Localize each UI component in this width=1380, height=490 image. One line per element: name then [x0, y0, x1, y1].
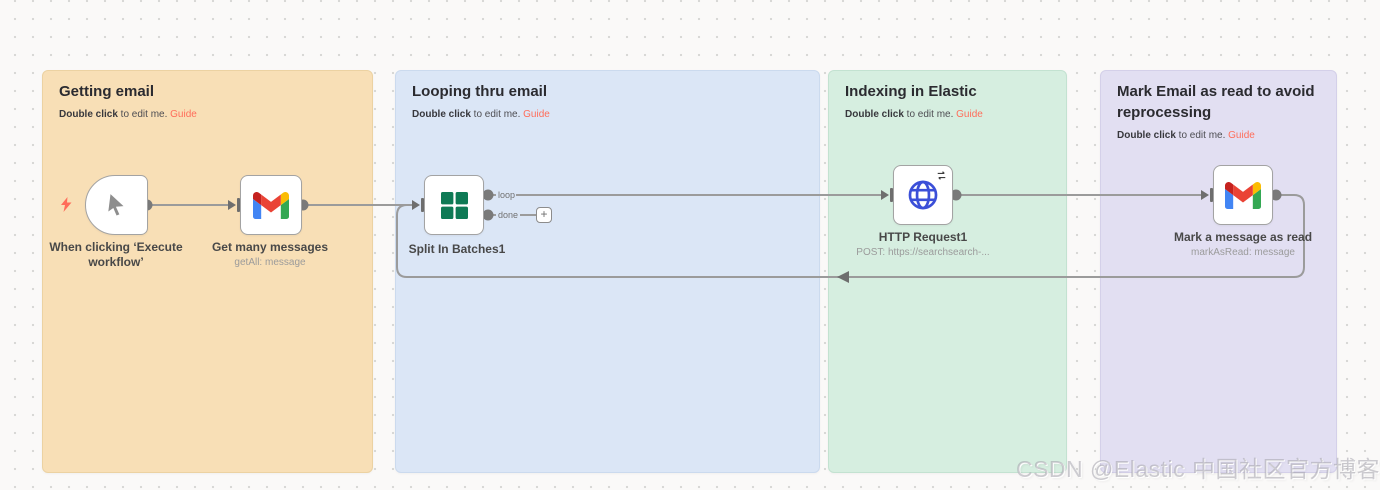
node-label: Split In Batches1: [408, 242, 506, 256]
node-caption: HTTP Request1 POST: https://searchsearch…: [848, 230, 998, 258]
sticky-note-mark-email-read[interactable]: Mark Email as read to avoid reprocessing…: [1100, 70, 1337, 473]
sticky-note-indexing-in-elastic[interactable]: Indexing in Elastic Double click to edit…: [828, 70, 1067, 473]
connection-loopback-to-split: [396, 194, 1305, 278]
node-gmail-get-messages[interactable]: [240, 175, 302, 235]
input-arrow-gmail-get: [228, 200, 236, 210]
sticky-note-looping-thru-email[interactable]: Looping thru email Double click to edit …: [395, 70, 820, 473]
execute-bolt-icon: [61, 197, 72, 212]
output-dot-gmail-mark[interactable]: [1270, 189, 1282, 201]
node-sublabel: POST: https://searchsearch-...: [856, 247, 990, 258]
input-bar-http: [890, 188, 893, 202]
input-bar-split: [421, 198, 424, 212]
sticky-title: Getting email: [59, 83, 155, 100]
node-http-request[interactable]: [893, 165, 953, 225]
sticky-title: Mark Email as read to avoid reprocessing: [1117, 83, 1315, 121]
node-caption: Split In Batches1: [382, 242, 532, 257]
input-arrow-split: [412, 200, 420, 210]
sticky-note-getting-email[interactable]: Getting email Double click to edit me. G…: [42, 70, 373, 473]
node-label: Mark a message as read: [1173, 230, 1313, 244]
node-manual-trigger[interactable]: [85, 175, 148, 235]
node-label: When clicking ‘Execute workflow’: [49, 240, 183, 269]
sticky-title: Indexing in Elastic: [845, 83, 977, 100]
port-label-loop: loop: [498, 190, 515, 200]
port-label-done: done: [498, 210, 518, 220]
guide-link[interactable]: Guide: [523, 109, 550, 120]
node-label: Get many messages: [211, 240, 329, 254]
sticky-body: Double click to edit me. Guide: [845, 109, 983, 120]
node-caption: When clicking ‘Execute workflow’: [41, 240, 191, 270]
node-caption: Mark a message as read markAsRead: messa…: [1165, 230, 1321, 258]
node-caption: Get many messages getAll: message: [195, 240, 345, 268]
guide-link[interactable]: Guide: [1228, 130, 1255, 141]
guide-link[interactable]: Guide: [170, 109, 197, 120]
split-batches-icon: [440, 191, 468, 219]
node-split-in-batches[interactable]: [424, 175, 484, 235]
port-label-bg: [496, 209, 520, 219]
input-bar-gmail-get: [237, 198, 240, 212]
output-dot-split-done[interactable]: [482, 209, 494, 221]
output-dot-split-loop[interactable]: [482, 189, 494, 201]
globe-icon: [908, 180, 938, 210]
loopback-arrowhead: [837, 271, 849, 283]
add-node-plus-button[interactable]: +: [536, 207, 552, 223]
guide-link[interactable]: Guide: [956, 109, 983, 120]
gmail-icon: [253, 191, 289, 219]
input-arrow-http: [881, 190, 889, 200]
sticky-body: Double click to edit me. Guide: [1117, 130, 1255, 141]
gmail-icon: [1225, 181, 1261, 209]
node-sublabel: markAsRead: message: [1191, 247, 1295, 258]
node-gmail-mark-read[interactable]: [1213, 165, 1273, 225]
port-label-bg: [496, 189, 516, 199]
input-bar-gmail-mark: [1210, 188, 1213, 202]
output-dot-http[interactable]: [950, 189, 962, 201]
sticky-body: Double click to edit me. Guide: [412, 109, 550, 120]
input-arrow-gmail-mark: [1201, 190, 1209, 200]
sticky-body: Double click to edit me. Guide: [59, 109, 197, 120]
node-sublabel: getAll: message: [234, 257, 306, 268]
sticky-title: Looping thru email: [412, 83, 547, 100]
node-label: HTTP Request1: [878, 230, 968, 244]
cursor-icon: [107, 194, 123, 216]
retry-icon: [937, 171, 946, 180]
